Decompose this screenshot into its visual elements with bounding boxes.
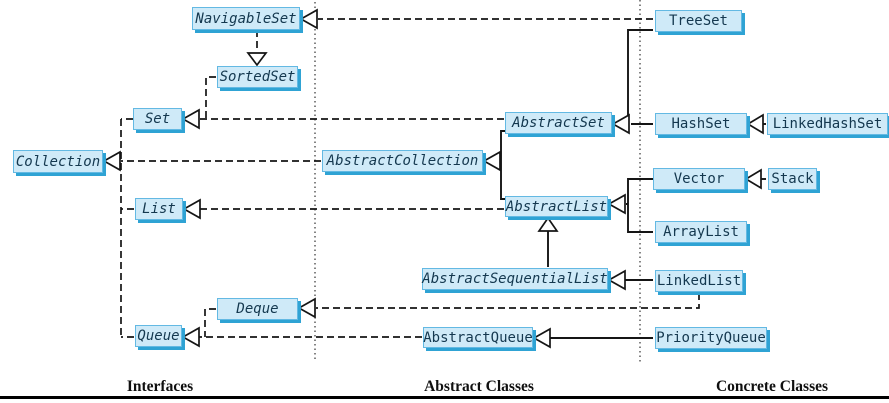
arrowhead-abstractcollection <box>482 150 501 172</box>
node-collection-label: Collection <box>15 153 101 170</box>
node-vector-label: Vector <box>673 171 725 187</box>
node-list: List <box>135 198 183 220</box>
arrowhead-navigableset <box>299 8 318 30</box>
node-treeset-label: TreeSet <box>668 13 728 29</box>
edge-vector-arraylist-bracket <box>626 178 653 233</box>
arrowhead-collection <box>102 150 121 172</box>
node-deque-label: Deque <box>236 301 279 317</box>
node-deque: Deque <box>217 298 298 320</box>
arrowhead-abstractsequentiallist <box>607 269 626 291</box>
column-label-concrete-classes: Concrete Classes <box>715 378 829 395</box>
edge-treeset-hashset-bracket <box>627 29 653 125</box>
node-abstractqueue: AbstractQueue <box>423 327 533 348</box>
arrowhead-vector <box>744 168 762 190</box>
node-set-label: Set <box>144 111 171 127</box>
node-arraylist: ArrayList <box>655 221 747 243</box>
arrowhead-abstractqueue <box>532 327 551 349</box>
node-hashset-label: HashSet <box>671 116 731 132</box>
bottom-rule <box>0 396 889 399</box>
node-hashset: HashSet <box>655 113 747 135</box>
node-abstractcollection: AbstractCollection <box>322 150 483 172</box>
node-abstractsequentiallist-label: AbstractSequentialList <box>422 271 608 287</box>
node-queue: Queue <box>135 325 182 347</box>
node-abstractlist: AbstractList <box>505 196 608 217</box>
column-label-abstract-classes: Abstract Classes <box>424 378 534 395</box>
node-abstractqueue-label: AbstractQueue <box>423 329 533 346</box>
node-linkedhashset-label: LinkedHashSet <box>772 116 883 132</box>
arrowhead-abstractset <box>611 113 630 135</box>
node-collection: Collection <box>13 150 103 173</box>
node-list-label: List <box>142 201 176 217</box>
node-stack-label: Stack <box>771 171 814 187</box>
node-linkedhashset: LinkedHashSet <box>767 113 888 135</box>
node-queue-label: Queue <box>137 328 180 344</box>
node-navigableset-label: NavigableSet <box>195 10 297 27</box>
node-navigableset: NavigableSet <box>192 7 300 30</box>
column-label-interfaces: Interfaces <box>126 378 194 395</box>
node-arraylist-label: ArrayList <box>663 224 739 240</box>
arrowhead-list <box>182 198 201 220</box>
node-linkedlist: LinkedList <box>655 270 743 292</box>
node-sortedset: SortedSet <box>217 66 298 88</box>
node-abstractlist-label: AbstractList <box>505 198 608 215</box>
arrowhead-set <box>181 108 200 130</box>
node-treeset: TreeSet <box>655 10 742 32</box>
edge-deque-queue-elbow <box>204 308 216 337</box>
node-abstractset: AbstractSet <box>505 112 612 134</box>
node-abstractcollection-label: AbstractCollection <box>326 153 479 169</box>
edge-sortedset-set-elbow <box>205 76 216 119</box>
node-sortedset-label: SortedSet <box>219 69 296 85</box>
edge-linkedlist-deque <box>316 293 700 309</box>
arrowhead-abstractlist-right <box>607 193 626 215</box>
node-set: Set <box>133 108 182 130</box>
node-stack: Stack <box>768 168 817 190</box>
arrowhead-abstractlist-bottom <box>537 216 559 232</box>
node-abstractsequentiallist: AbstractSequentialList <box>422 268 608 290</box>
arrowhead-hashset <box>746 113 764 135</box>
node-abstractset-label: AbstractSet <box>512 115 605 131</box>
node-priorityqueue: PriorityQueue <box>655 327 767 349</box>
arrowhead-deque <box>297 297 316 319</box>
node-vector: Vector <box>653 168 745 190</box>
arrowhead-queue <box>181 326 200 348</box>
arrowhead-sortedset <box>246 52 268 67</box>
node-linkedlist-label: LinkedList <box>656 273 742 289</box>
node-priorityqueue-label: PriorityQueue <box>656 330 766 346</box>
